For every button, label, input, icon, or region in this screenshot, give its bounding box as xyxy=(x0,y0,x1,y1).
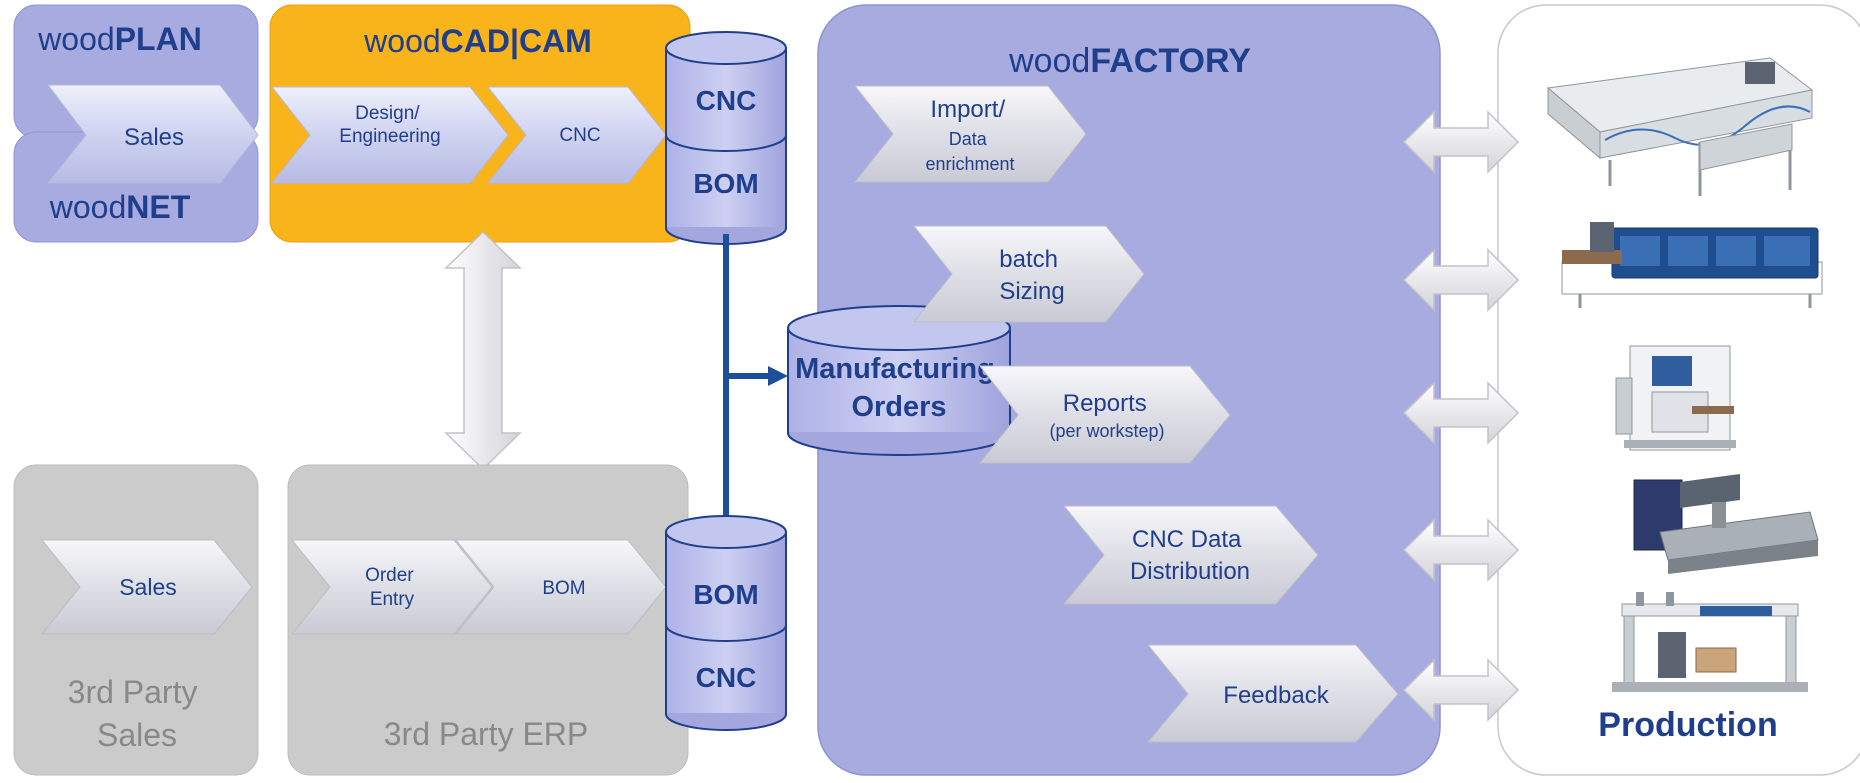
svg-text:Reports (per workstep): Reports (per workstep) xyxy=(1049,390,1164,441)
svg-text:CNC: CNC xyxy=(696,662,757,693)
svg-text:BOM: BOM xyxy=(693,579,758,610)
svg-text:batch Sizing: batch Sizing xyxy=(999,246,1064,305)
svg-text:BOM: BOM xyxy=(542,578,585,599)
cnc-step: CNC xyxy=(486,86,667,184)
production-title: Production xyxy=(1598,706,1777,744)
woodplan-title: woodPLAN xyxy=(37,21,202,57)
svg-text:Sales: Sales xyxy=(119,574,177,600)
batch-sizing-step: batch Sizing xyxy=(912,225,1145,323)
panel-saw-machine-icon xyxy=(1546,57,1814,196)
bom-cnc-database-bottom: BOM CNC xyxy=(665,515,787,731)
woodfactory-title: woodFACTORY xyxy=(1008,42,1251,80)
svg-text:Feedback: Feedback xyxy=(1223,682,1329,709)
cadcam-erp-double-arrow xyxy=(444,230,522,471)
drilling-machine-icon xyxy=(1615,345,1736,451)
reports-step: Reports (per workstep) xyxy=(978,365,1231,464)
svg-text:Manufacturing Orders: Manufacturing Orders xyxy=(795,353,1003,423)
woodplan-sales-step: Sales xyxy=(46,84,259,184)
cnc-bom-database-top: CNC BOM xyxy=(665,31,787,245)
cnc-machining-center-icon xyxy=(1612,592,1808,692)
import-data-enrichment-step: Import/ Data enrichment xyxy=(853,85,1087,183)
third-party-erp-title: 3rd Party ERP xyxy=(384,716,589,752)
svg-text:Import/ Data enric: Import/ Data enrichment xyxy=(925,96,1014,174)
third-party-sales-title: 3rd Party Sales xyxy=(68,674,207,753)
svg-text:CNC: CNC xyxy=(696,85,757,116)
edgebander-machine-icon xyxy=(1561,222,1823,308)
design-engineering-step: Design/ Engineering xyxy=(270,86,509,184)
factory-production-arrows xyxy=(1402,110,1520,722)
erp-bom-step: BOM xyxy=(454,539,667,635)
woodnet-title: woodNET xyxy=(49,189,191,225)
cnc-data-distribution-step: CNC Data Distribution xyxy=(1062,505,1319,605)
woodcadcam-title: woodCAD|CAM xyxy=(363,23,592,59)
svg-text:Design/ Engineering: Design/ Engineering xyxy=(339,103,440,147)
svg-text:CNC: CNC xyxy=(559,125,600,146)
manufacturing-orders-database: Manufacturing Orders xyxy=(787,305,1011,456)
third-party-sales-step: Sales xyxy=(40,539,253,635)
svg-text:BOM: BOM xyxy=(693,168,758,199)
svg-text:Order Entry: Order Entry xyxy=(365,565,419,610)
cnc-router-machine-icon xyxy=(1633,474,1819,574)
svg-text:Sales: Sales xyxy=(124,124,184,151)
connector-lines xyxy=(723,234,788,525)
order-entry-step: Order Entry xyxy=(290,539,493,635)
feedback-step: Feedback xyxy=(1146,644,1399,743)
svg-text:CNC Data Distribution: CNC Data Distribution xyxy=(1130,526,1250,585)
